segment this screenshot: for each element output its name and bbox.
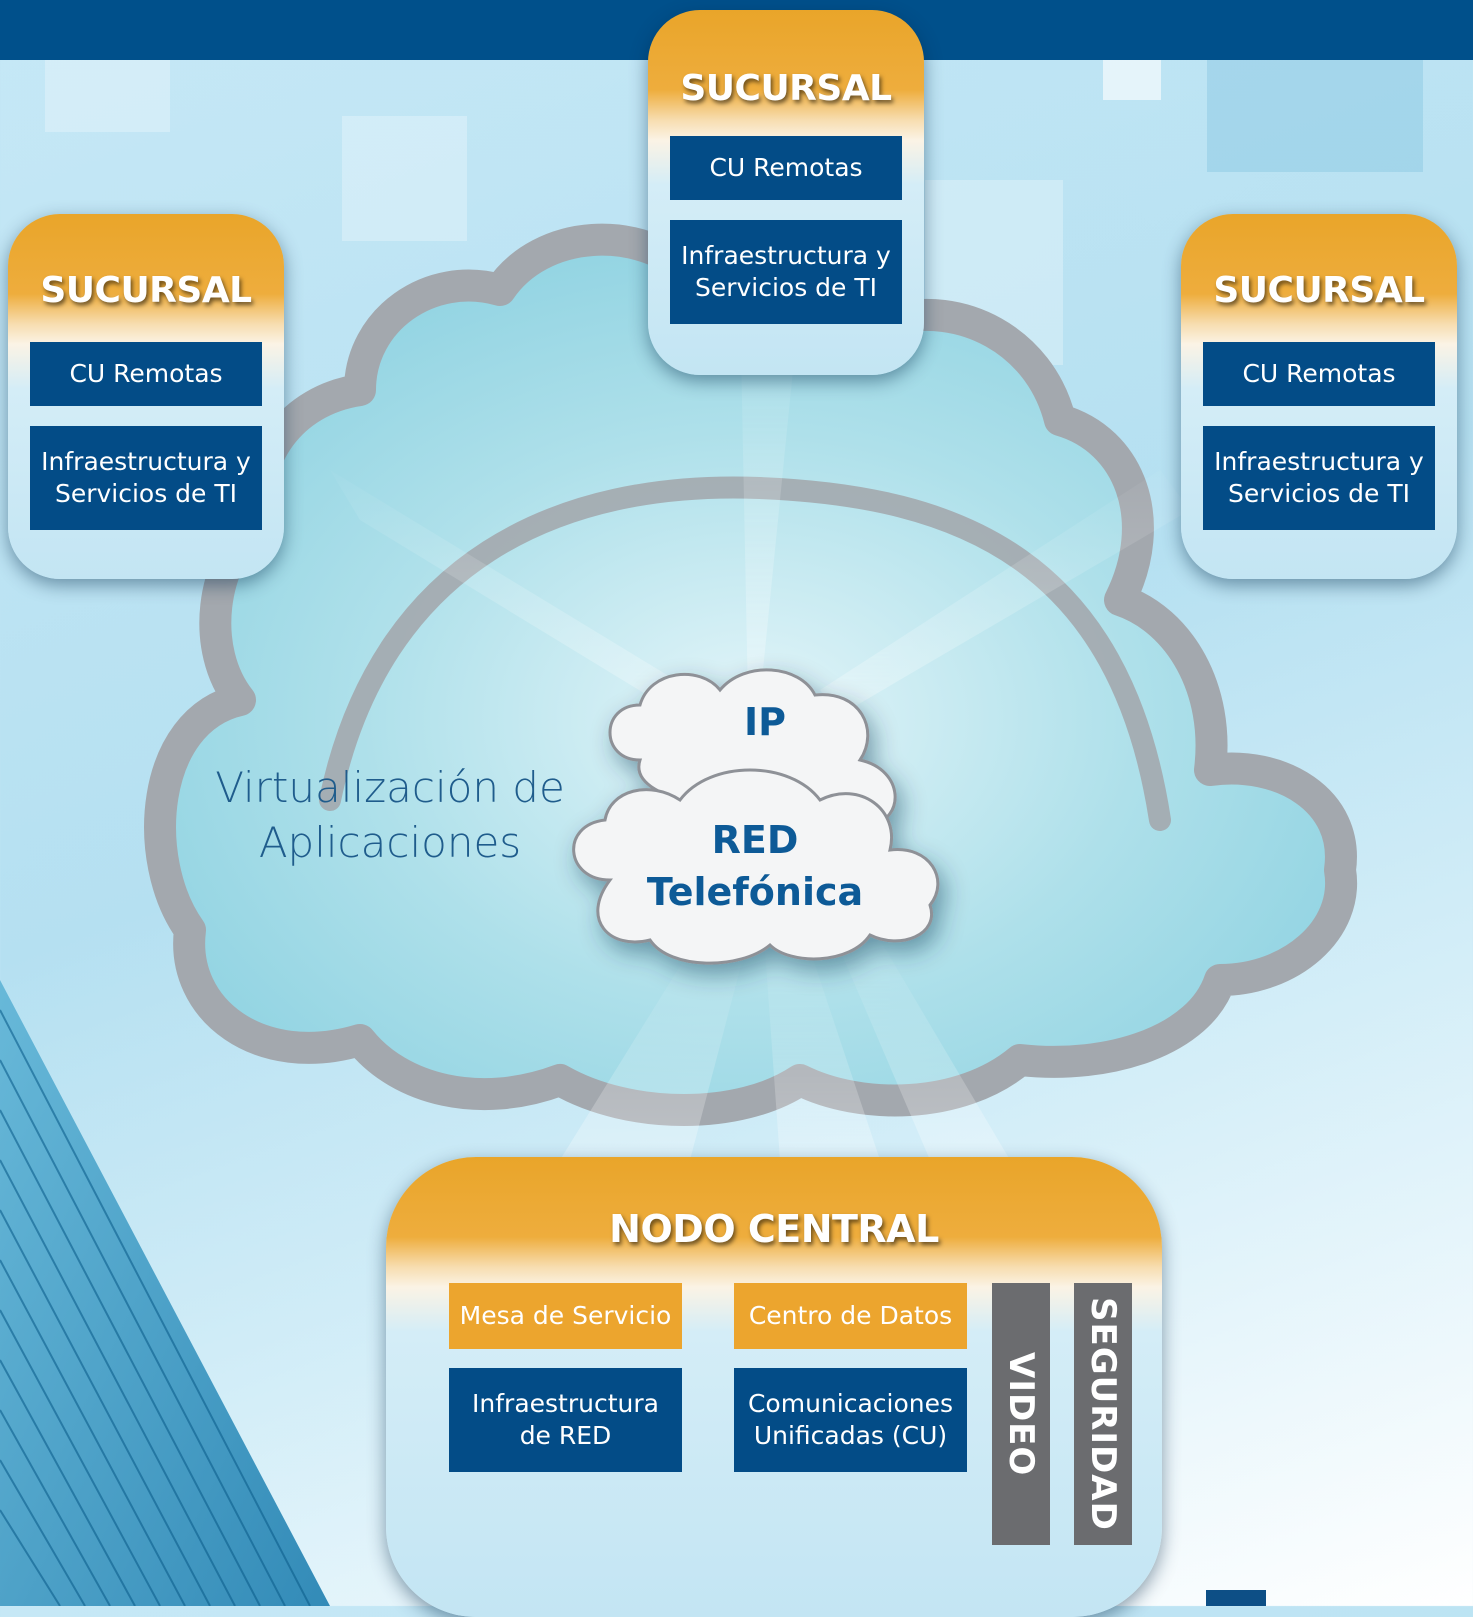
decor-square (1103, 60, 1161, 100)
remote-uc-box: CU Remotas (30, 342, 262, 406)
video-bar: VIDEO (992, 1283, 1050, 1545)
branch-panel-top: SUCURSAL CU Remotas Infraestructura y Se… (648, 10, 924, 375)
branch-title: SUCURSAL (40, 270, 252, 311)
decor-square (45, 60, 170, 132)
branch-panel-right: SUCURSAL CU Remotas Infraestructura y Se… (1181, 214, 1457, 579)
security-label: SEGURIDAD (1083, 1297, 1123, 1531)
decor-square (342, 116, 467, 241)
remote-uc-box: CU Remotas (1203, 342, 1435, 406)
video-label: VIDEO (1001, 1351, 1041, 1477)
virtualization-label: Virtualización de Aplicaciones (215, 763, 565, 868)
branch-title: SUCURSAL (1213, 270, 1425, 311)
red-label: RED (711, 818, 799, 862)
branch-title: SUCURSAL (680, 68, 892, 109)
decor-square (1207, 60, 1423, 172)
building-facade (0, 980, 330, 1606)
central-node-panel: NODO CENTRAL Mesa de Servicio Centro de … (386, 1157, 1162, 1617)
remote-uc-box: CU Remotas (670, 136, 902, 200)
service-desk-box: Mesa de Servicio (449, 1283, 682, 1349)
branch-panel-left: SUCURSAL CU Remotas Infraestructura y Se… (8, 214, 284, 579)
data-center-box: Centro de Datos (734, 1283, 967, 1349)
connector-beams (330, 300, 1190, 1160)
it-infrastructure-box: Infraestructura y Servicios de TI (30, 426, 262, 530)
security-bar: SEGURIDAD (1074, 1283, 1132, 1545)
ip-label: IP (744, 700, 786, 744)
network-infrastructure-box: Infraestructura de RED (449, 1368, 682, 1472)
it-infrastructure-box: Infraestructura y Servicios de TI (1203, 426, 1435, 530)
small-network-cloud (572, 668, 940, 965)
telefonica-label: Telefónica (646, 870, 864, 914)
unified-communications-box: Comunicaciones Unificadas (CU) (734, 1368, 967, 1472)
central-node-title: NODO CENTRAL (609, 1207, 939, 1251)
it-infrastructure-box: Infraestructura y Servicios de TI (670, 220, 902, 324)
